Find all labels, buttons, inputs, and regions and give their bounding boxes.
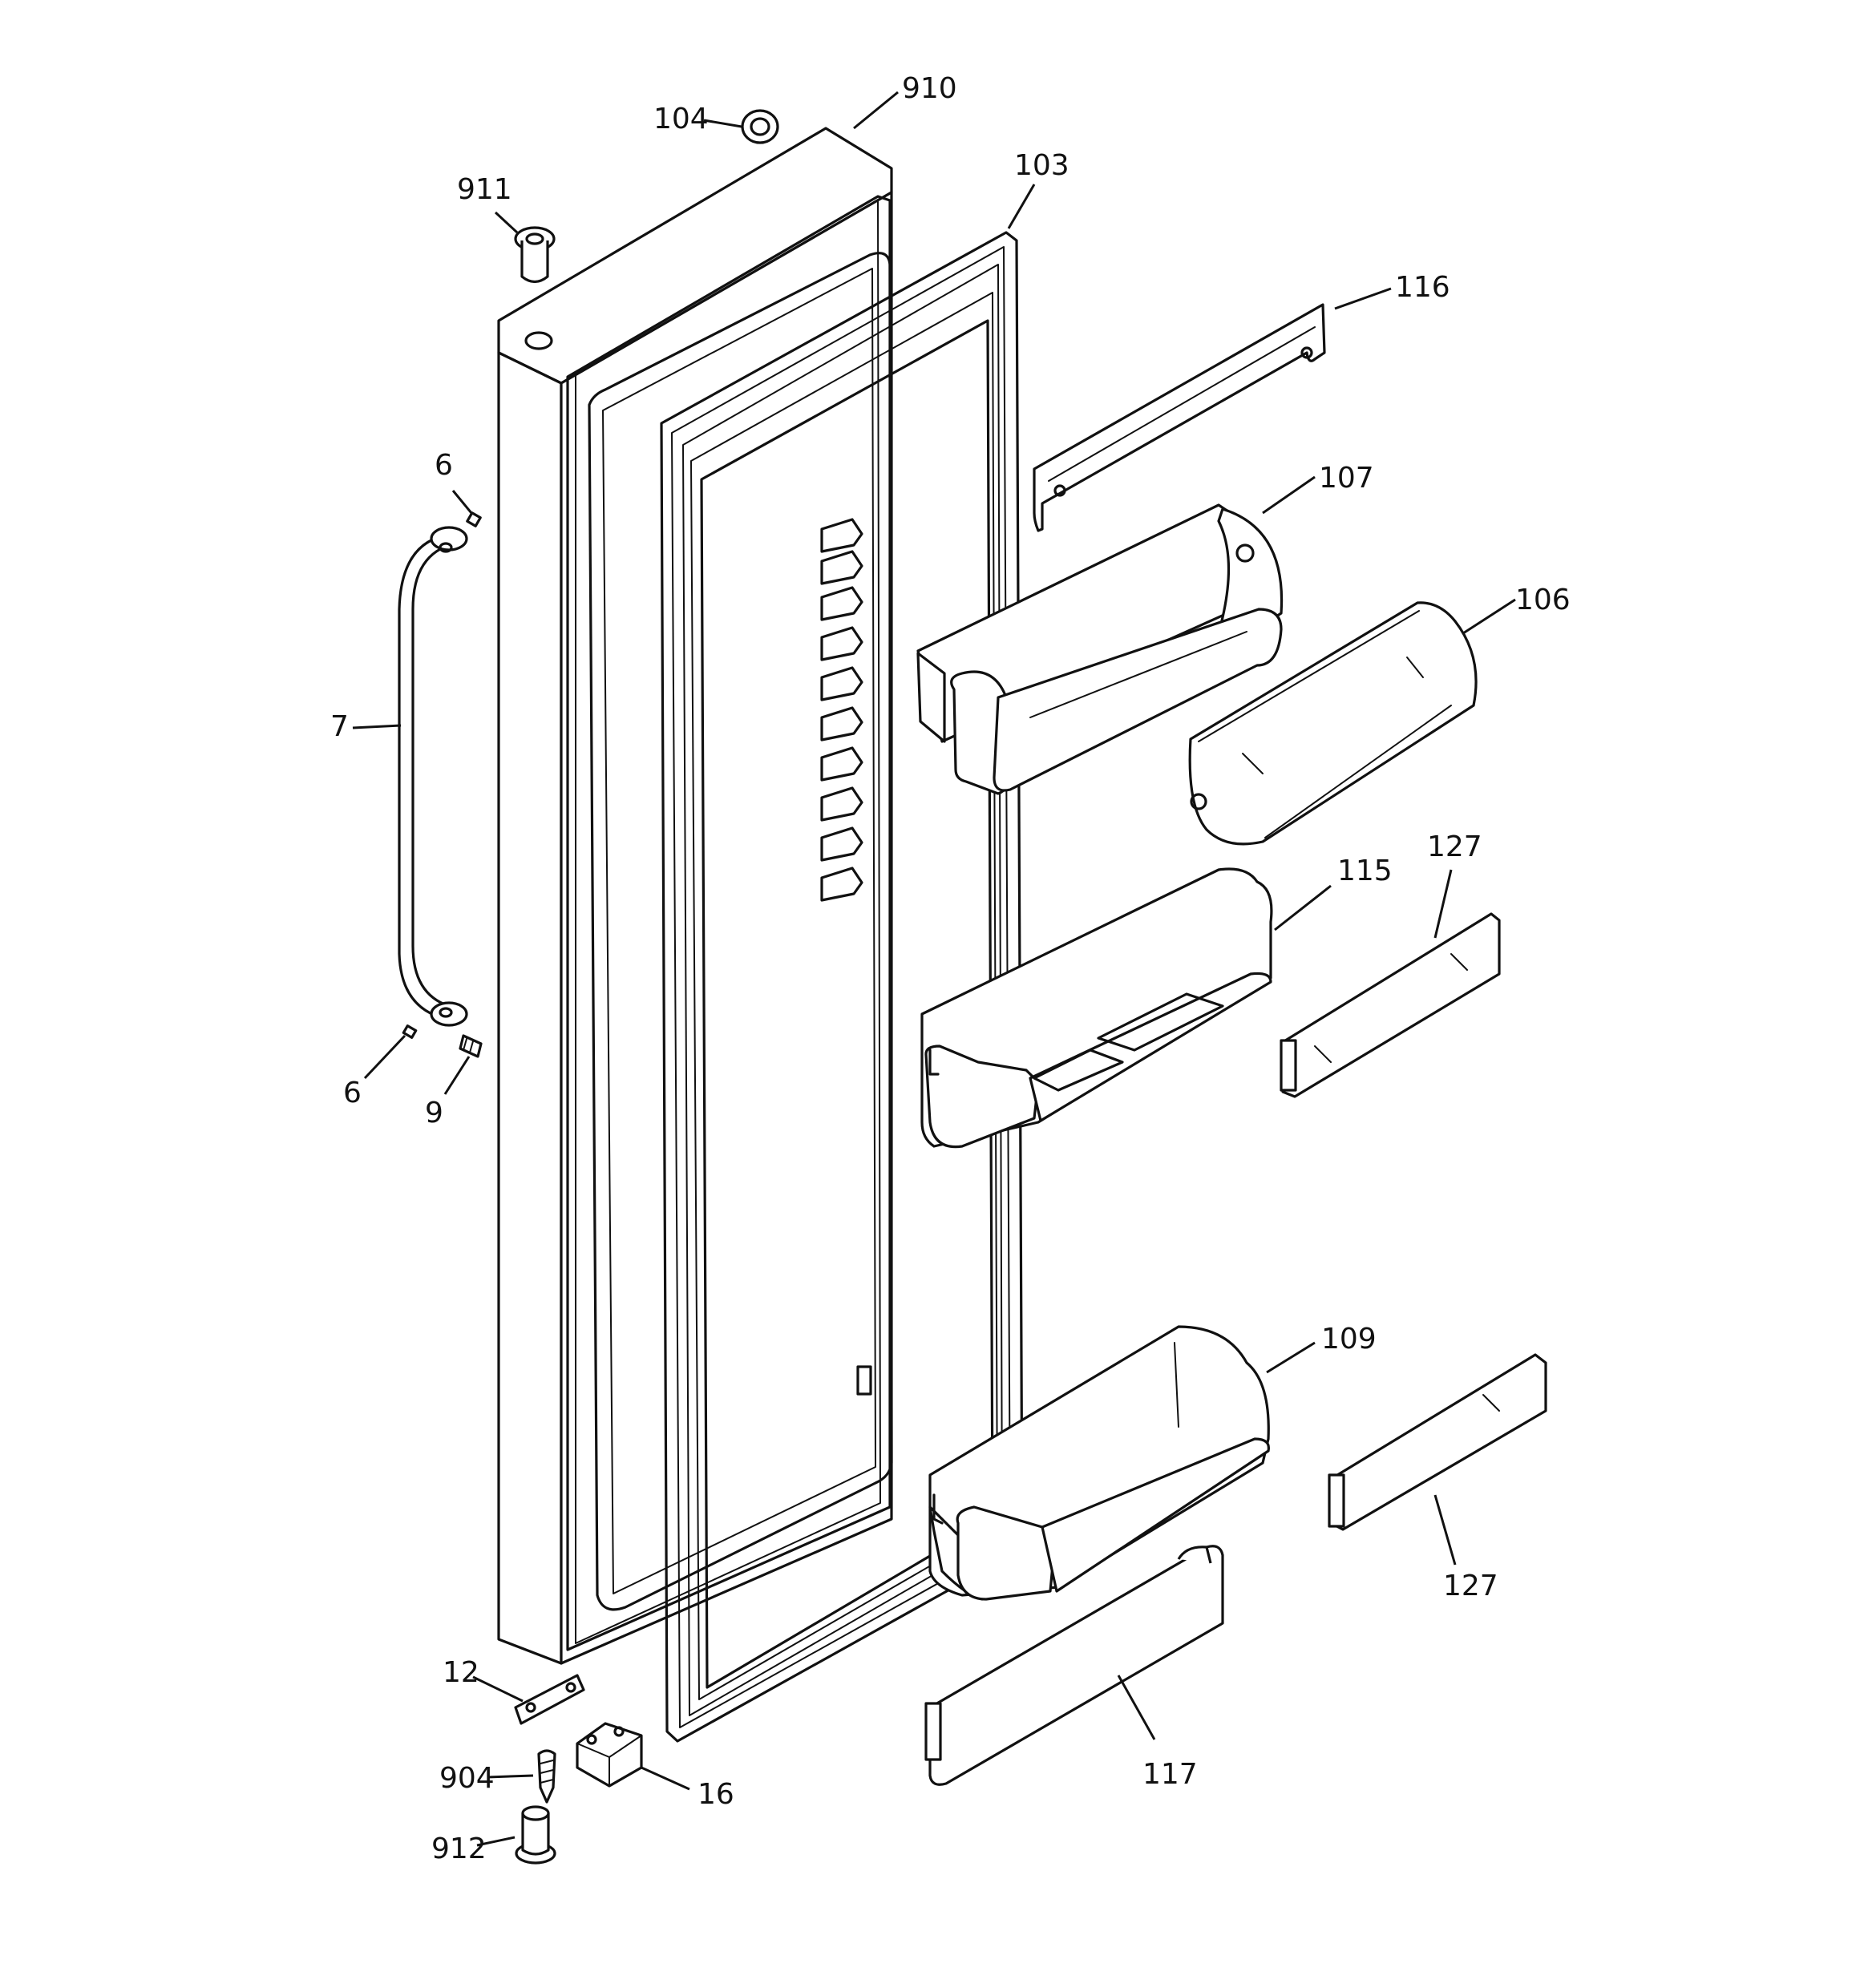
callout-104: 104 [653,103,709,135]
callout-6-top: 6 [435,449,453,482]
door-handle-7 [398,526,468,1027]
callout-117: 117 [1142,1758,1198,1791]
callout-127-lower: 127 [1443,1570,1498,1602]
set-screw-6-bottom [402,1024,418,1039]
hinge-bushing-911 [514,226,556,284]
callout-103: 103 [1014,149,1070,182]
set-screw-6-top [466,511,482,527]
bin-front-127-upper [1280,912,1501,1098]
callout-904: 904 [439,1762,495,1795]
screw-904 [537,1749,556,1804]
callout-911: 911 [457,173,512,206]
callout-9: 9 [425,1097,443,1129]
bin-front-117 [924,1545,1224,1786]
callout-116: 116 [1395,271,1450,304]
callout-16: 16 [698,1778,734,1811]
callout-labels: 910 104 911 103 116 107 106 6 7 115 127 … [330,72,1571,1865]
hole-plug-104 [741,109,779,144]
shelf-clips [820,518,863,902]
hinge-bushing-912 [515,1805,556,1865]
leader-lines [352,91,1516,1847]
door-bin-106 [1188,601,1478,846]
callout-109: 109 [1321,1323,1377,1356]
door-bin-107 [916,503,1284,795]
bin-front-127-lower [1328,1353,1547,1531]
door-liner [588,252,893,1611]
callout-912: 912 [431,1832,487,1865]
door-bin-115 [920,867,1273,1149]
callout-6-bottom: 6 [343,1077,362,1109]
callout-127-upper: 127 [1427,830,1482,863]
callout-106: 106 [1515,584,1571,616]
mounting-stud-9 [459,1034,483,1058]
door-stop-16 [576,1722,643,1788]
callout-12: 12 [443,1656,479,1689]
door-bin-109 [928,1325,1270,1601]
shelf-rail-116 [1033,303,1326,532]
callout-7: 7 [330,710,349,743]
callout-107: 107 [1319,462,1374,495]
callout-910: 910 [902,72,957,105]
outer-door-910 [497,127,893,1665]
hinge-plate-12 [514,1674,585,1725]
callout-115: 115 [1337,855,1393,887]
